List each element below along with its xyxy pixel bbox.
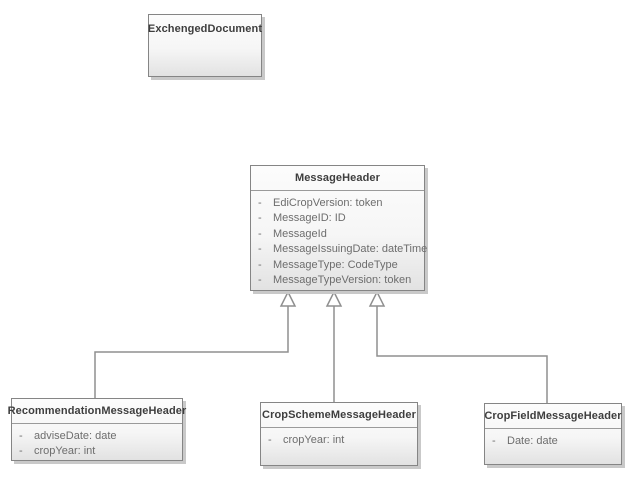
- attributes-compartment: - cropYear: int: [261, 428, 417, 448]
- visibility-marker: -: [492, 434, 496, 447]
- generalization-cropschememessageheader-to-messageheader[interactable]: [325, 290, 343, 402]
- visibility-marker: -: [258, 227, 262, 240]
- attribute-text: MessageTypeVersion: token: [273, 274, 412, 287]
- attribute-text: adviseDate: date: [34, 429, 117, 442]
- attribute-row: - MessageType: CodeType: [251, 257, 424, 273]
- attribute-row: - MessageId: [251, 226, 424, 242]
- attribute-row: - MessageTypeVersion: token: [251, 273, 424, 289]
- class-cropfieldmessageheader[interactable]: CropFieldMessageHeader - Date: date: [484, 403, 622, 465]
- visibility-marker: -: [258, 212, 262, 225]
- attribute-row: - cropYear: int: [261, 432, 417, 448]
- class-name: MessageHeader: [251, 166, 424, 191]
- attribute-text: MessageType: CodeType: [273, 258, 398, 271]
- visibility-marker: -: [258, 274, 262, 287]
- visibility-marker: -: [258, 243, 262, 256]
- generalization-arrowhead[interactable]: [325, 290, 343, 307]
- class-name: CropSchemeMessageHeader: [261, 403, 417, 428]
- attribute-row: - MessageID: ID: [251, 211, 424, 227]
- connector-line[interactable]: [376, 306, 548, 403]
- attribute-text: MessageIssuingDate: dateTime: [273, 243, 428, 256]
- class-recommendationmessageheader[interactable]: RecommendationMessageHeader - adviseDate…: [8, 398, 186, 461]
- generalization-recommendationmessageheader-to-messageheader[interactable]: [94, 290, 297, 398]
- visibility-marker: -: [258, 258, 262, 271]
- generalization-arrowhead[interactable]: [368, 290, 386, 307]
- attribute-row: - Date: date: [485, 433, 621, 449]
- visibility-marker: -: [258, 196, 262, 209]
- generalization-arrowhead[interactable]: [279, 290, 297, 307]
- class-messageheader[interactable]: MessageHeader - EdiCropVersion: token - …: [250, 165, 428, 291]
- class-exchengeddocument[interactable]: ExchengedDocument: [148, 14, 262, 77]
- attribute-text: MessageId: [273, 227, 327, 240]
- class-cropschememessageheader[interactable]: CropSchemeMessageHeader - cropYear: int: [260, 402, 418, 466]
- attributes-compartment: - adviseDate: date - cropYear: int: [12, 424, 182, 459]
- visibility-marker: -: [19, 445, 23, 458]
- visibility-marker: -: [268, 433, 272, 446]
- attribute-row: - adviseDate: date: [12, 428, 182, 444]
- attribute-text: cropYear: int: [283, 433, 345, 446]
- attribute-text: MessageID: ID: [273, 212, 346, 225]
- attribute-row: - EdiCropVersion: token: [251, 195, 424, 211]
- class-name: CropFieldMessageHeader: [484, 404, 622, 429]
- attributes-compartment: - EdiCropVersion: token - MessageID: ID …: [251, 191, 428, 289]
- attribute-text: cropYear: int: [34, 445, 96, 458]
- attribute-row: - cropYear: int: [12, 444, 182, 460]
- visibility-marker: -: [19, 429, 23, 442]
- attribute-text: EdiCropVersion: token: [273, 196, 383, 209]
- connector-line[interactable]: [94, 306, 289, 398]
- attribute-row: - MessageIssuingDate: dateTime: [251, 242, 428, 258]
- generalization-cropfieldmessageheader-to-messageheader[interactable]: [368, 290, 548, 403]
- attributes-compartment: - Date: date: [485, 429, 621, 449]
- class-name: RecommendationMessageHeader: [8, 399, 186, 424]
- class-name: ExchengedDocument: [147, 23, 263, 35]
- attribute-text: Date: date: [507, 434, 558, 447]
